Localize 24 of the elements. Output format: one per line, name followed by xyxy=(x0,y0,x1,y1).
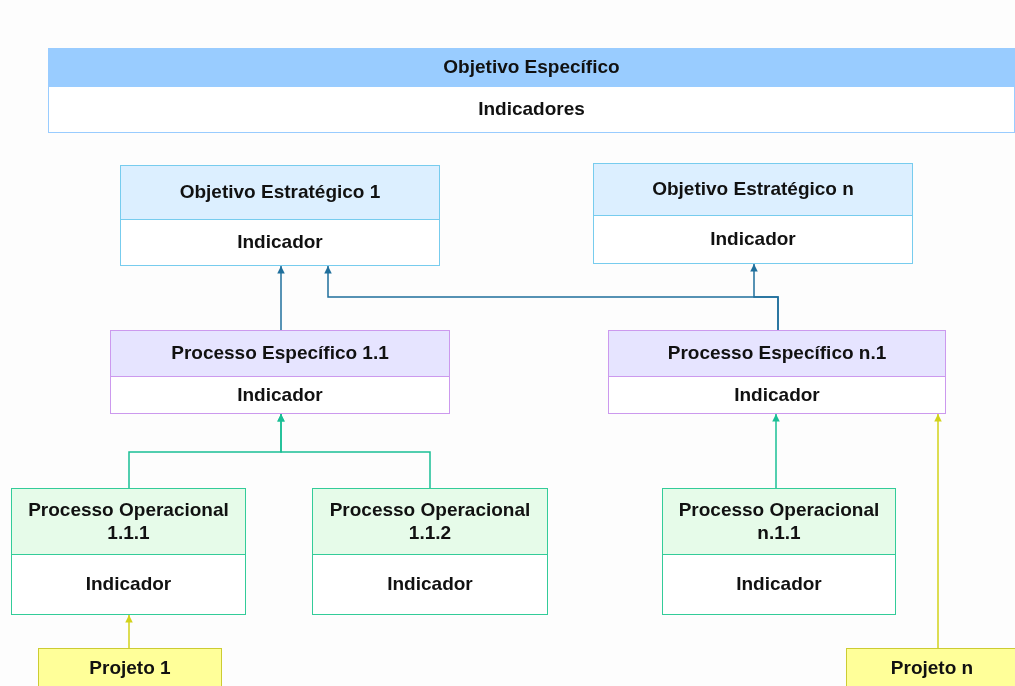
card-heading: Processo Operacional 1.1.1 xyxy=(12,489,245,554)
card-heading: Processo Operacional n.1.1 xyxy=(663,489,895,554)
card-heading: Projeto 1 xyxy=(39,649,221,686)
indicator-card xyxy=(48,48,1015,133)
card-heading: Processo Específico n.1 xyxy=(609,331,945,376)
card-heading: Objetivo Específico xyxy=(49,49,1014,86)
arrow xyxy=(772,413,780,489)
arrow xyxy=(277,265,285,331)
indicator-card xyxy=(593,163,913,264)
card-heading: Objetivo Estratégico 1 xyxy=(121,166,439,219)
indicator-card xyxy=(120,165,440,266)
card-heading: Processo Específico 1.1 xyxy=(111,331,449,376)
indicator-card xyxy=(312,488,548,615)
indicator-card xyxy=(608,330,946,414)
indicator-card xyxy=(110,330,450,414)
indicator-card xyxy=(11,488,246,615)
indicator-card xyxy=(662,488,896,615)
arrow xyxy=(934,413,942,649)
card-heading: Processo Operacional 1.1.2 xyxy=(313,489,547,554)
arrow xyxy=(750,263,779,331)
card-heading: Projeto n xyxy=(847,649,1015,686)
arrow xyxy=(277,413,431,489)
card-heading: Objetivo Estratégico n xyxy=(594,164,912,215)
arrow xyxy=(125,614,133,649)
